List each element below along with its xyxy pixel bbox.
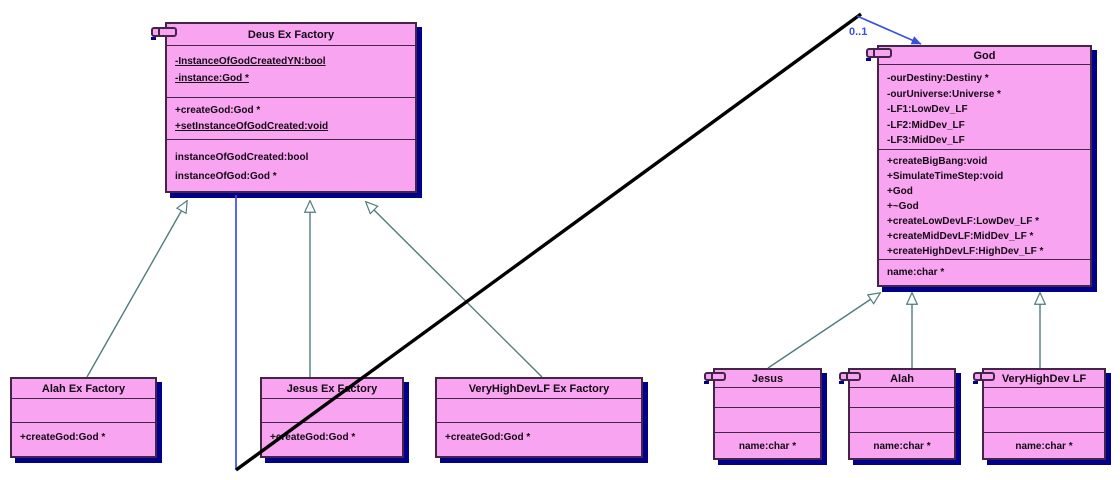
operations-compartment [984, 407, 1104, 432]
operation: +createBigBang:void [887, 156, 988, 167]
operation: +setInstanceOfGodCreated:void [175, 121, 329, 132]
class-jesus: Jesus name:char * [704, 368, 822, 460]
class-alah-ex-factory: Alah Ex Factory +createGod:God * [10, 377, 157, 458]
class-veryhighdevlf-ex-factory: VeryHighDevLF Ex Factory +createGod:God … [435, 377, 643, 458]
operation: +createHighDevLF:HighDev_LF * [887, 246, 1044, 257]
attributes-compartment: -InstanceOfGodCreatedYN:bool -instance:G… [167, 45, 415, 97]
properties-compartment: instanceOfGodCreated:bool instanceOfGod:… [167, 139, 415, 191]
attributes-compartment [715, 387, 820, 407]
association-multiplicity-label: 0..1 [849, 26, 868, 38]
class-deus-ex-factory: Deus Ex Factory -InstanceOfGodCreatedYN:… [151, 22, 417, 193]
attributes-compartment [984, 387, 1104, 407]
class-title: VeryHighDevLF Ex Factory [468, 382, 610, 395]
operations-compartment [850, 407, 954, 432]
attribute: -LF2:MidDev_LF [887, 119, 965, 131]
properties-compartment: name:char * [850, 432, 954, 458]
operations-compartment: +createGod:God * [437, 422, 641, 456]
property: name:char * [873, 441, 931, 452]
class-god: God -ourDestiny:Destiny * -ourUniverse:U… [866, 45, 1092, 287]
class-icon [866, 48, 892, 61]
attribute: -ourDestiny:Destiny * [887, 73, 989, 84]
class-title: Alah [890, 372, 914, 385]
attributes-compartment [12, 398, 155, 422]
properties-compartment: name:char * [715, 432, 820, 458]
class-veryhighdev-lf: VeryHighDev LF name:char * [973, 368, 1106, 460]
attributes-compartment: -ourDestiny:Destiny * -ourUniverse:Unive… [879, 64, 1090, 149]
operations-compartment: +createGod:God * [12, 422, 155, 456]
operation: +createMidDevLF:MidDev_LF * [887, 231, 1034, 242]
attribute: -ourUniverse:Universe * [887, 88, 1001, 100]
properties-compartment: name:char * [984, 432, 1104, 458]
property: name:char * [738, 441, 797, 452]
class-title: VeryHighDev LF [1001, 372, 1087, 385]
class-title: Alah Ex Factory [41, 382, 126, 395]
operations-compartment: +createGod:God * [262, 422, 402, 456]
class-icon [973, 372, 995, 384]
property: instanceOfGod:God * [175, 171, 277, 182]
operation: +~God [887, 201, 919, 212]
class-title: God [973, 49, 996, 62]
class-alah: Alah name:char * [839, 368, 956, 460]
property: instanceOfGodCreated:bool [175, 152, 309, 163]
attribute: -InstanceOfGodCreatedYN:bool [175, 56, 326, 67]
operations-compartment: +createBigBang:void +SimulateTimeStep:vo… [879, 149, 1090, 259]
operation: +createGod:God * [20, 432, 106, 443]
class-icon [151, 27, 177, 40]
class-icon [839, 372, 861, 384]
operation: +createLowDevLF:LowDev_LF * [887, 216, 1039, 227]
properties-compartment: name:char * [879, 259, 1090, 285]
operation: +SimulateTimeStep:void [887, 171, 1004, 182]
inheritance-line-jesus-to-god [767, 293, 880, 369]
operations-compartment: +createGod:God * +setInstanceOfGodCreate… [167, 97, 415, 139]
property: name:char * [887, 267, 945, 278]
class-title: Jesus Ex Factory [286, 382, 378, 395]
attributes-compartment [850, 387, 954, 407]
operation: +createGod:God * [175, 105, 261, 116]
attribute: -instance:God * [175, 73, 249, 84]
class-icon [704, 372, 726, 384]
attributes-compartment [437, 398, 641, 422]
attribute: -LF1:LowDev_LF [887, 104, 968, 115]
class-title: Deus Ex Factory [247, 28, 335, 41]
inheritance-line-alah-ex-factory-to-deus [86, 201, 187, 378]
class-jesus-ex-factory: Jesus Ex Factory +createGod:God * [260, 377, 404, 458]
inheritance-line-veryhighdevlf-ex-factory-to-deus [366, 202, 543, 378]
operation: +createGod:God * [270, 432, 356, 443]
attributes-compartment [262, 398, 402, 422]
class-title: Jesus [751, 372, 784, 385]
operation: +God [887, 186, 913, 197]
property: name:char * [1015, 441, 1073, 452]
operation: +createGod:God * [445, 432, 531, 443]
operations-compartment [715, 407, 820, 432]
attribute: -LF3:MidDev_LF [887, 135, 965, 146]
